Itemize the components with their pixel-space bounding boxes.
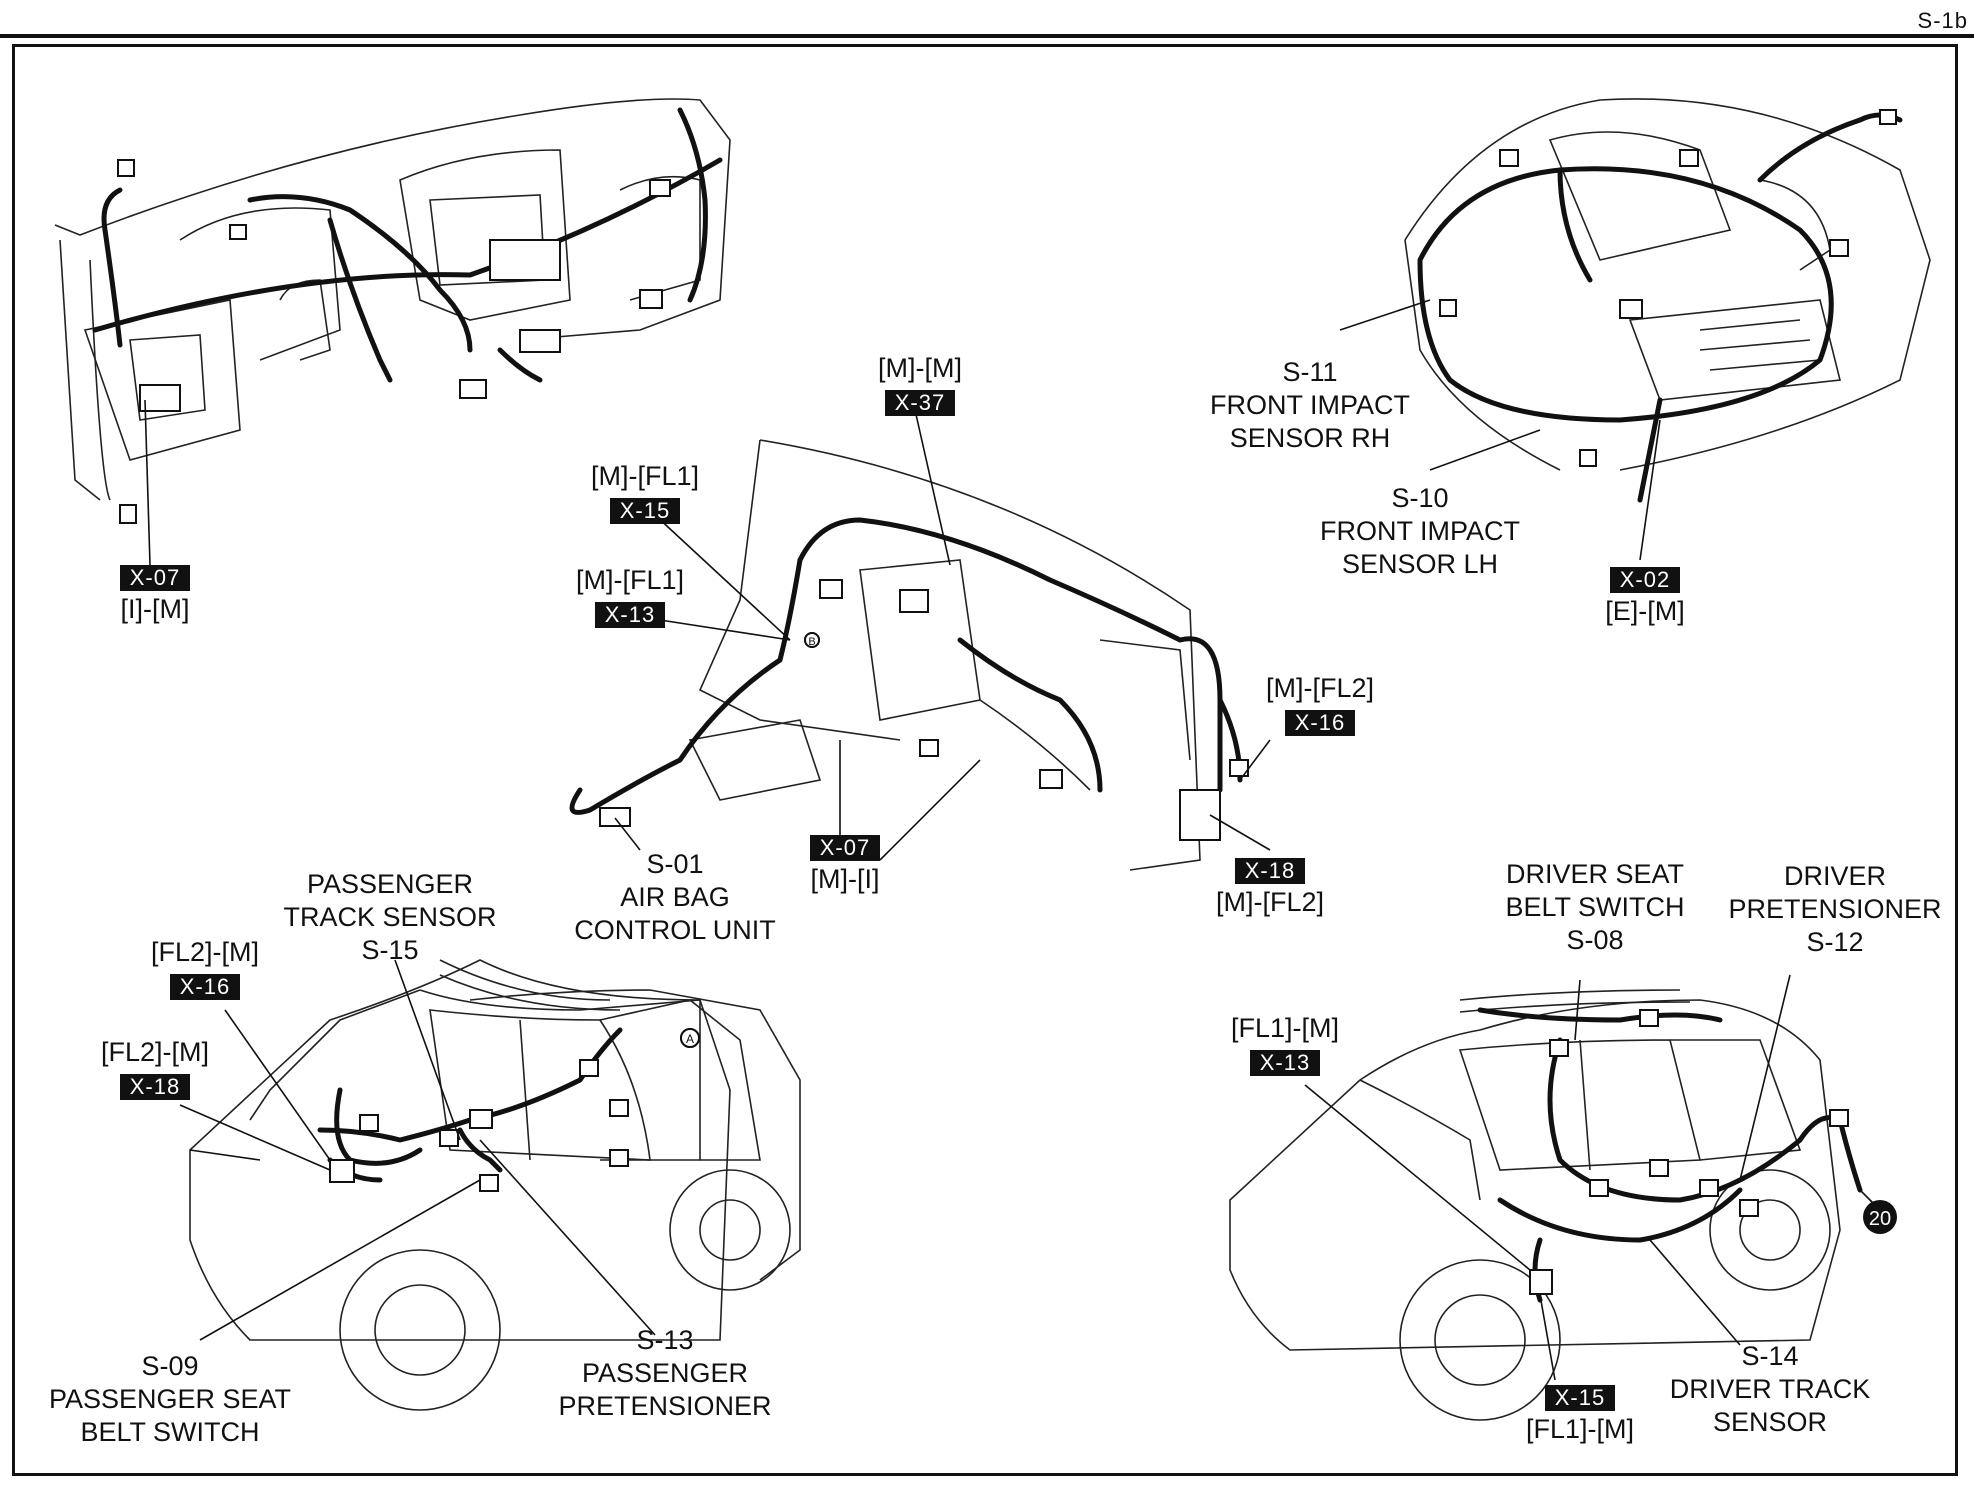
connector-mating: [FL2]-[M] — [100, 1037, 209, 1067]
connector-tag: X-13 — [594, 602, 666, 628]
callout-s14: S-14 DRIVER TRACK SENSOR — [1655, 1340, 1885, 1439]
component-name: PRETENSIONER — [558, 1391, 772, 1421]
component-name: AIR BAG — [620, 882, 730, 912]
callout-x37: [M]-[M] X-37 — [860, 352, 980, 418]
callout-s13: S-13 PASSENGER PRETENSIONER — [540, 1324, 790, 1423]
marker-a: A — [686, 1032, 694, 1046]
leader-lines — [144, 299, 1881, 1381]
component-name: SENSOR LH — [1341, 549, 1499, 579]
connector-tag: X-07 — [809, 835, 881, 861]
component-code: S-15 — [361, 935, 419, 965]
top-rule — [0, 34, 1974, 38]
callout-x13-top: [M]-[FL1] X-13 — [550, 564, 710, 630]
connector-mating: [FL1]-[M] — [1525, 1414, 1634, 1444]
component-code: S-08 — [1566, 925, 1624, 955]
component-code: S-11 — [1282, 357, 1338, 387]
connector-tag: X-16 — [1284, 710, 1356, 736]
component-name: DRIVER SEAT — [1505, 859, 1685, 889]
callout-s12: DRIVER PRETENSIONER S-12 — [1715, 860, 1955, 959]
diagram-frame — [12, 44, 1958, 1476]
connector-tag: X-18 — [119, 1074, 191, 1100]
component-name: SENSOR — [1712, 1407, 1828, 1437]
callout-x15-top: [M]-[FL1] X-15 — [565, 460, 725, 526]
callout-s15: PASSENGER TRACK SENSOR S-15 — [275, 868, 505, 967]
component-name: FRONT IMPACT — [1320, 516, 1520, 546]
component-code: S-10 — [1391, 483, 1449, 513]
callout-s08: DRIVER SEAT BELT SWITCH S-08 — [1480, 858, 1710, 957]
callout-x16-bl: [FL2]-[M] X-16 — [130, 936, 280, 1002]
callout-s09: S-09 PASSENGER SEAT BELT SWITCH — [35, 1350, 305, 1449]
component-name: FRONT IMPACT — [1210, 390, 1410, 420]
component-code: S-14 — [1741, 1341, 1799, 1371]
connector-tag: X-37 — [884, 390, 956, 416]
callout-x13-br: [FL1]-[M] X-13 — [1210, 1012, 1360, 1078]
component-name: BELT SWITCH — [80, 1417, 260, 1447]
component-name: PASSENGER — [581, 1358, 749, 1388]
callout-s01: S-01 AIR BAG CONTROL UNIT — [560, 848, 790, 947]
component-code: S-12 — [1806, 927, 1864, 957]
callout-x07-mid: X-07 [M]-[I] — [790, 830, 900, 896]
connector-tag: X-07 — [119, 565, 191, 591]
component-name: DRIVER — [1783, 861, 1886, 891]
component-name: SENSOR RH — [1229, 423, 1391, 453]
connector-tag: X-02 — [1609, 567, 1681, 593]
connector-tag: X-16 — [169, 974, 241, 1000]
connector-mating: [E]-[M] — [1605, 596, 1685, 626]
component-name: PASSENGER SEAT — [48, 1384, 292, 1414]
connector-tag: X-13 — [1249, 1050, 1321, 1076]
component-name: PASSENGER — [306, 869, 474, 899]
callout-x16-mid: [M]-[FL2] X-16 — [1240, 672, 1400, 738]
connector-mating: [M]-[I] — [810, 864, 880, 894]
marker-b: B — [808, 636, 815, 648]
center-cabin-drawing — [569, 439, 1249, 871]
component-name: TRACK SENSOR — [283, 902, 497, 932]
connector-mating: [M]-[FL1] — [590, 461, 699, 491]
callout-s11: S-11 FRONT IMPACT SENSOR RH — [1190, 356, 1430, 455]
callout-x18-bl: [FL2]-[M] X-18 — [80, 1036, 230, 1102]
component-code: S-13 — [636, 1325, 694, 1355]
component-name: PRETENSIONER — [1728, 894, 1942, 924]
dashboard-drawing — [54, 98, 731, 524]
component-name: BELT SWITCH — [1505, 892, 1685, 922]
callout-x15-br: X-15 [FL1]-[M] — [1505, 1380, 1655, 1446]
component-name: DRIVER TRACK — [1669, 1374, 1871, 1404]
connector-mating: [FL2]-[M] — [150, 937, 259, 967]
callout-x18-mid: X-18 [M]-[FL2] — [1190, 853, 1350, 919]
connector-mating: [M]-[FL2] — [1265, 673, 1374, 703]
connector-tag: X-15 — [609, 498, 681, 524]
connector-tag: X-15 — [1544, 1385, 1616, 1411]
connector-mating: [M]-[M] — [878, 353, 962, 383]
marker-20: 20 — [1869, 1208, 1891, 1230]
component-code: S-09 — [141, 1351, 199, 1381]
connector-mating: [M]-[FL2] — [1215, 887, 1324, 917]
connector-mating: [M]-[FL1] — [575, 565, 684, 595]
component-name: CONTROL UNIT — [574, 915, 776, 945]
callout-x02: X-02 [E]-[M] — [1590, 562, 1700, 628]
connector-mating: [I]-[M] — [120, 594, 190, 624]
component-code: S-01 — [646, 849, 704, 879]
engine-bay-drawing — [1404, 98, 1931, 503]
circle-markers: 20 A B — [680, 632, 1897, 1234]
callout-s10: S-10 FRONT IMPACT SENSOR LH — [1300, 482, 1540, 581]
connector-mating: [FL1]-[M] — [1230, 1013, 1339, 1043]
page-code: S-1b — [1917, 8, 1968, 33]
connector-tag: X-18 — [1234, 858, 1306, 884]
passenger-side-vehicle-drawing — [189, 959, 801, 1411]
callout-x07-left: X-07 [I]-[M] — [100, 560, 210, 626]
